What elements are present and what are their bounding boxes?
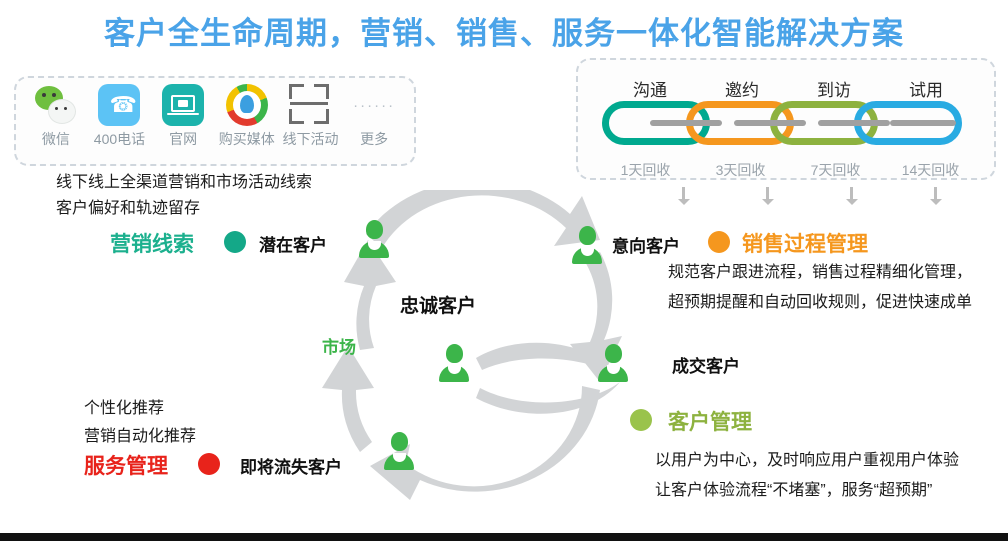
chain-crossbar (890, 120, 956, 126)
customer-bullet (630, 409, 652, 431)
marketing-line-2: 客户偏好和轨迹留存 (56, 200, 201, 217)
person-icon-deal (596, 344, 630, 384)
chain-step-label: 试用 (909, 81, 943, 100)
sales-line-1: 规范客户跟进流程，销售过程精细化管理， (668, 264, 973, 281)
sales-bullet (708, 231, 730, 253)
channel-label: 线下活动 (282, 131, 339, 147)
phone-icon: ☎ (98, 84, 141, 126)
chain-step-label: 到访 (817, 81, 851, 100)
intent-customer-label: 意向客户 (612, 237, 680, 256)
channel-panel: 微信 ☎ 400电话 官网 购买媒体 (14, 76, 416, 166)
service-bullet (198, 453, 220, 475)
chain-crossbar (818, 120, 890, 126)
wechat-icon (34, 84, 77, 126)
service-line-1: 个性化推荐 (84, 400, 165, 417)
down-arrow-icon (846, 187, 858, 209)
customer-stage-label: 客户管理 (668, 411, 752, 434)
channel-item-phone[interactable]: ☎ 400电话 (88, 84, 150, 149)
churn-customer-label: 即将流失客户 (240, 458, 342, 477)
channel-item-media[interactable]: 购买媒体 (216, 84, 278, 149)
lifecycle-arrow-ring (322, 190, 622, 500)
person-icon-churn (382, 432, 416, 472)
chain-crossbar (734, 120, 806, 126)
channel-item-offline[interactable]: 线下活动 (279, 84, 341, 149)
channel-item-more[interactable]: ······ 更多 (343, 84, 405, 149)
chain-recycle-labels: 1天回收 3天回收 7天回收 14天回收 (598, 160, 978, 180)
person-icon-loyal (437, 344, 471, 384)
ellipsis-icon: ······ (353, 96, 396, 114)
media-icon (225, 84, 268, 126)
chain-step-labels: 沟通 邀约 到访 试用 (604, 76, 972, 101)
channel-label: 微信 (41, 131, 70, 147)
chain-recycle-label: 14天回收 (901, 162, 960, 178)
customer-line-2: 让客户体验流程“不堵塞”，服务“超预期” (655, 482, 933, 499)
channel-item-website[interactable]: 官网 (152, 84, 214, 149)
sales-line-2: 超预期提醒和自动回收规则，促进快速成单 (668, 294, 973, 311)
chain-step-label: 邀约 (725, 81, 759, 100)
loyal-customer-label: 忠诚客户 (400, 296, 477, 317)
down-arrow-icon (678, 187, 690, 209)
chain-step-label: 沟通 (633, 81, 667, 100)
channel-label: 更多 (360, 131, 389, 147)
down-arrow-icon (762, 187, 774, 209)
chain-recycle-label: 3天回收 (715, 162, 766, 178)
potential-customer-label: 潜在客户 (259, 236, 327, 255)
service-stage-label: 服务管理 (84, 455, 168, 478)
chain-recycle-label: 1天回收 (620, 162, 671, 178)
chain-recycle-label: 7天回收 (810, 162, 861, 178)
chain-crossbar (650, 120, 722, 126)
down-arrow-icon (930, 187, 942, 209)
market-label: 市场 (322, 338, 356, 357)
channel-label: 400电话 (93, 131, 146, 147)
chain-links (602, 101, 974, 205)
offline-scan-icon (289, 84, 331, 126)
page-title: 客户全生命周期，营销、销售、服务一体化智能解决方案 (104, 16, 904, 51)
channel-label: 购买媒体 (218, 131, 275, 147)
marketing-bullet (224, 231, 246, 253)
channel-icon-row: 微信 ☎ 400电话 官网 购买媒体 (16, 84, 414, 149)
sales-stage-label: 销售过程管理 (742, 233, 868, 256)
service-line-2: 营销自动化推荐 (84, 428, 197, 445)
footer-bar (0, 533, 1008, 541)
sales-chain-panel: 沟通 邀约 到访 试用 1天回收 3天回收 (576, 58, 996, 205)
person-icon-potential (357, 220, 391, 260)
marketing-stage-label: 营销线索 (110, 233, 194, 256)
deal-customer-label: 成交客户 (672, 357, 740, 376)
marketing-line-1: 线下线上全渠道营销和市场活动线索 (56, 174, 313, 191)
website-icon (162, 84, 205, 126)
channel-label: 官网 (169, 131, 198, 147)
person-icon-intent (570, 226, 604, 266)
customer-line-1: 以用户为中心，及时响应用户重视用户体验 (655, 452, 960, 469)
channel-item-wechat[interactable]: 微信 (25, 84, 87, 149)
